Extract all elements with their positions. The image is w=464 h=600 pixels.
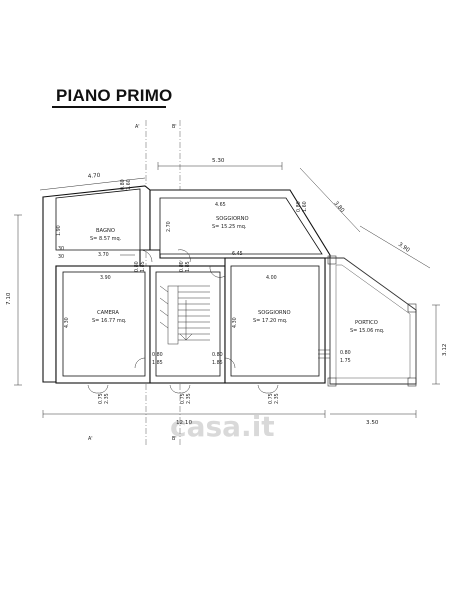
dim-door-small-1b: 1.85 [140, 261, 146, 272]
dim-portico-door2: 1.75 [340, 358, 351, 364]
dim-balcony-1b: 2.35 [104, 393, 110, 404]
dim-soggiorno-top-diag: 6.45 [232, 251, 243, 257]
dim-camera-height: 4.30 [64, 317, 70, 328]
room-area: S= 15.25 mq. [212, 224, 247, 230]
room-name: PORTICO [355, 320, 378, 326]
dim-portico-door: 0.80 [340, 350, 351, 356]
dim-soggiorno-bottom-width: 4.00 [266, 275, 277, 281]
title-underline [52, 106, 166, 108]
room-name: BAGNO [96, 228, 115, 234]
section-mark-a-top: A' [135, 124, 140, 130]
dim-bagno-side-1: 1.90 [56, 225, 62, 236]
room-label-bagno: BAGNO S= 8.57 mq. [90, 228, 122, 242]
watermark: casa.it [170, 410, 275, 443]
door-swings [87, 249, 330, 394]
room-label-soggiorno-bottom: SOGGIORNO S= 17.20 mq. [253, 310, 291, 324]
dim-soggiorno-top-width: 4.65 [215, 202, 226, 208]
dim-right-diag-upper: 3.80 [332, 200, 345, 214]
dim-door-small-1: 0.80 [134, 261, 140, 272]
dim-balcony-1: 0.75 [98, 393, 104, 404]
section-mark-b-top: B' [172, 124, 177, 130]
staircase [159, 285, 210, 345]
dim-bottom-right: 3.50 [366, 420, 379, 426]
dim-door-small-2: 0.80 [179, 261, 185, 272]
dim-left-total: 7.10 [6, 292, 12, 305]
room-name: SOGGIORNO [258, 310, 291, 316]
dim-top-window-b: 0.80 [296, 201, 302, 212]
dim-right-portico: 3.12 [442, 344, 448, 356]
room-area: S= 16.77 mq. [92, 318, 127, 324]
dim-window-b: 0.80 [212, 352, 223, 358]
room-area: S= 17.20 mq. [253, 318, 288, 324]
dimension-lines [14, 162, 440, 418]
dim-top-middle: 5.30 [212, 158, 225, 164]
room-label-camera: CAMERA S= 16.77 mq. [92, 310, 127, 324]
portico-area [327, 255, 417, 387]
room-label-portico: PORTICO S= 15.06 mq. [350, 320, 385, 334]
dim-window-a2: 1.85 [152, 360, 163, 366]
room-area: S= 8.57 mq. [90, 236, 122, 242]
dim-soggiorno-top-height: 2.70 [166, 221, 172, 232]
dim-balcony-2: 0.75 [180, 393, 186, 404]
dim-balcony-2b: 2.35 [186, 393, 192, 404]
dim-balcony-3: 0.75 [268, 393, 274, 404]
dim-soggiorno-bottom-height: 4.30 [232, 317, 238, 328]
dim-top-window-b2: 1.60 [302, 201, 308, 212]
room-name: CAMERA [97, 310, 119, 316]
dim-bagno-width: 3.70 [98, 252, 109, 258]
dim-bottom-total: 12.10 [176, 420, 192, 426]
section-mark-a-bottom: A' [88, 436, 93, 442]
plan-title: PIANO PRIMO [56, 86, 173, 105]
dim-top-window-a2: 1.60 [126, 179, 132, 190]
dim-bagno-side-3: 30 [58, 254, 64, 260]
dim-bagno-side-2: 30 [58, 246, 64, 252]
dim-window-a: 0.80 [152, 352, 163, 358]
section-mark-b-bottom: B' [172, 436, 177, 442]
dim-top-left-diag: 4.70 [88, 173, 101, 180]
building-walls [42, 185, 331, 384]
room-label-soggiorno-top: SOGGIORNO S= 15.25 mq. [212, 216, 249, 230]
dim-camera-width: 3.90 [100, 275, 111, 281]
dim-door-small-2b: 1.85 [185, 261, 191, 272]
room-area: S= 15.06 mq. [350, 328, 385, 334]
dim-balcony-3b: 2.35 [274, 393, 280, 404]
dim-top-window-a: 0.80 [120, 179, 126, 190]
dim-window-b2: 1.85 [212, 360, 223, 366]
room-name: SOGGIORNO [216, 216, 249, 222]
